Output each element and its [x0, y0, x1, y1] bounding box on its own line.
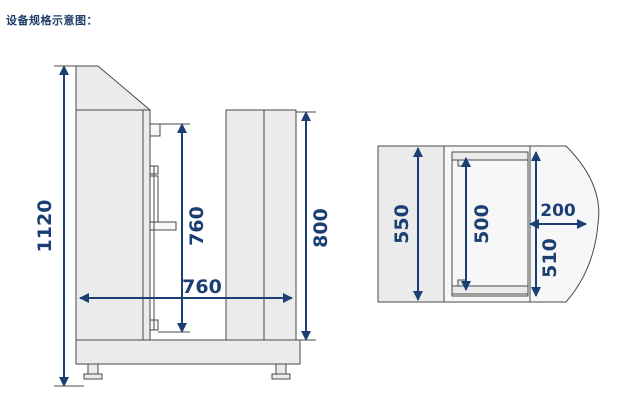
foot-right-pad: [271, 373, 291, 380]
side-shelf: [149, 221, 177, 231]
cabinet-view: [225, 109, 297, 341]
dim-label-200: 200: [540, 201, 576, 221]
top-body: [377, 145, 445, 303]
drawer-rail-bottom: [451, 285, 529, 295]
foot-left-pad: [83, 373, 103, 380]
dim-label-1120: 1120: [34, 200, 56, 253]
drawer-frame: [443, 145, 531, 303]
base-plate: [75, 339, 301, 365]
foot-right: [275, 363, 287, 375]
cabinet-body: [225, 109, 297, 341]
top-view: [377, 145, 600, 303]
dim-label-760-vertical: 760: [186, 206, 208, 246]
dim-label-800: 800: [310, 208, 332, 248]
page-title: 设备规格示意图：: [6, 14, 98, 27]
dim-label-510: 510: [539, 238, 561, 278]
dim-label-500: 500: [471, 204, 493, 244]
foot-left: [87, 363, 99, 375]
side-handle-top: [149, 123, 161, 137]
drawer-rail-top: [451, 151, 529, 161]
dim-label-550: 550: [391, 204, 413, 244]
side-view: [75, 65, 301, 380]
dim-label-760-horizontal: 760: [182, 276, 222, 298]
